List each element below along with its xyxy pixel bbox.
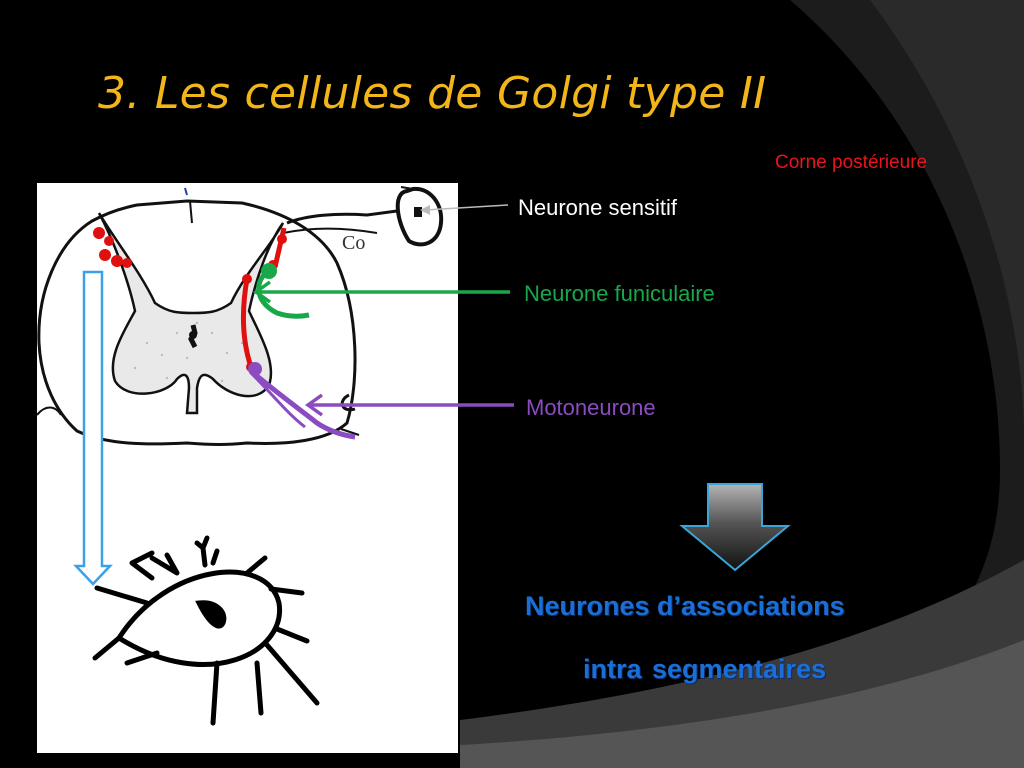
golgi-cell-drawing bbox=[92, 535, 320, 726]
label-corne-posterieure: Corne postérieure bbox=[775, 152, 928, 173]
figure-text-co: Co bbox=[342, 232, 365, 254]
spinal-cord-outline bbox=[37, 199, 357, 446]
label-motoneurone: Motoneurone bbox=[526, 395, 656, 420]
purple-neuron bbox=[248, 362, 356, 440]
slide-title: 3. Les cellules de Golgi type II bbox=[98, 68, 767, 119]
label-neurone-funiculaire: Neurone funiculaire bbox=[524, 281, 715, 306]
green-neuron bbox=[256, 263, 310, 319]
grey-matter bbox=[97, 212, 285, 415]
conclusion-line-2: intra segmentaires bbox=[583, 654, 827, 684]
label-neurone-sensitif: Neurone sensitif bbox=[518, 195, 677, 220]
spinal-cord-drawing: Co bbox=[37, 186, 444, 726]
spinal-cord-figure: Co bbox=[37, 183, 458, 753]
red-dots-left bbox=[93, 227, 132, 268]
conclusion-line-1: Neurones d’associations bbox=[525, 591, 845, 621]
